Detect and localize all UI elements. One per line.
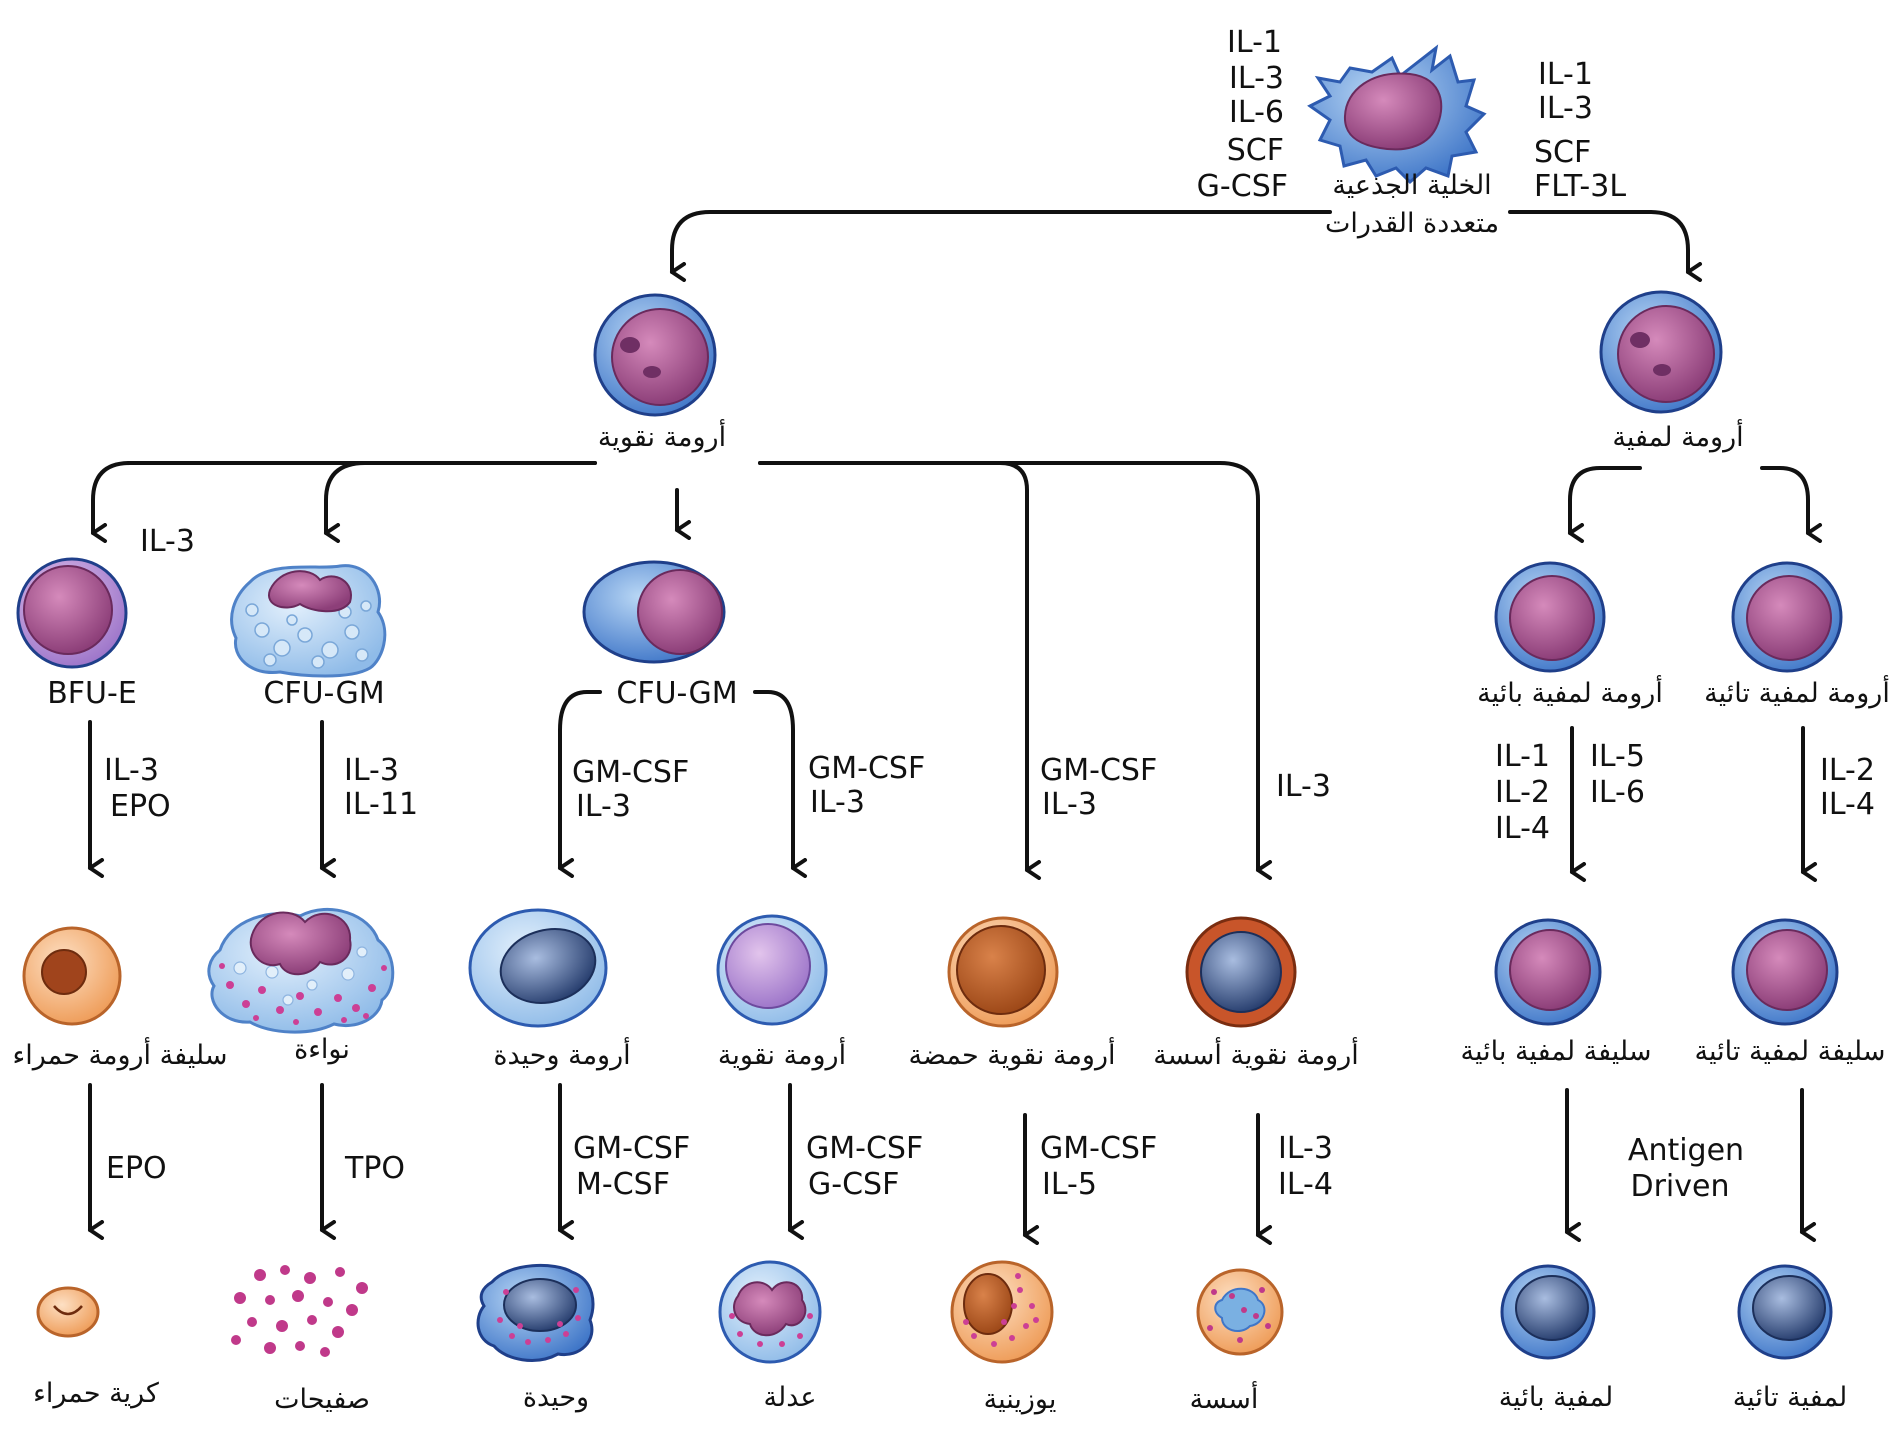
t-lymphoblast-label: أرومة لمفية تائية [1704,674,1890,709]
basophil-label: أسسة [1190,1380,1259,1415]
factor-plt: TPO [344,1151,405,1186]
factor-rbc: EPO [106,1151,167,1186]
factors-stage3: EPO TPO GM-CSF M-CSF GM-CSF G-CSF GM-CSF… [106,1131,1744,1204]
stem-left-factor: IL-3 [1229,61,1284,96]
lymphoblast-label: أرومة لمفية [1612,418,1743,453]
cfu-gm-megakaryocyte-cell-icon [230,564,387,678]
factor-mono: IL-3 [576,789,631,824]
factor-b-left: IL-2 [1495,775,1550,810]
neutrophil-cell-icon [718,1260,822,1364]
t-lymphocyte-cell-icon [1737,1264,1833,1360]
red-blood-cell-icon [36,1286,100,1338]
stem-right-factor: SCF [1534,135,1591,170]
factor-b-right: IL-6 [1590,775,1645,810]
eosinophil-cell-icon [950,1260,1054,1364]
basophil-cell-icon [1196,1268,1284,1356]
connector-lines [88,210,1822,1245]
factor-neut: IL-3 [810,785,865,820]
il3-label: IL-3 [140,524,195,559]
mature-labels: كرية حمراء صفيحات وحيدة عدلة يوزينية أسس… [33,1378,1847,1415]
stem-cell-label-line1: الخلية الجذعية [1332,170,1491,201]
basophilic-myeloblast-cell-icon [1185,916,1297,1028]
factor-baso3: IL-4 [1278,1167,1333,1202]
myeloblast-precursor-label: أرومة نقوية [718,1036,846,1071]
b-lymphocyte-cell-icon [1500,1264,1596,1360]
monoblast-label: أرومة وحيدة [493,1036,630,1071]
erythroblast-cell-icon [22,926,122,1026]
factor-mono3: M-CSF [576,1167,670,1202]
factor-lymph: Antigen [1628,1133,1744,1168]
monocyte-cell-icon [476,1263,595,1362]
lymphoblast-cell-icon [1599,290,1723,414]
myeloblast-label: أرومة نقوية [598,418,726,453]
factor-eos3: GM-CSF [1040,1131,1157,1166]
stem-left-factor: IL-1 [1227,25,1282,60]
b-lymphoblast-label: أرومة لمفية بائية [1477,674,1663,709]
pre-t-cell-icon [1731,918,1839,1026]
stem-right-factor: IL-3 [1538,91,1593,126]
platelets-label: صفيحات [274,1384,370,1415]
t-cell-label: لمفية تائية [1733,1382,1848,1413]
myeloblast-cell-icon [593,293,717,417]
factor-lymph: Driven [1631,1169,1730,1204]
pre-b-label: سليفة لمفية بائية [1460,1036,1651,1067]
b-cell-label: لمفية بائية [1499,1382,1614,1413]
factor-mk: IL-11 [344,787,418,822]
stem-right-factor: FLT-3L [1534,169,1626,204]
stem-left-factors: IL-1 IL-3 IL-6 SCF G-CSF [1197,25,1288,204]
rbc-label: كرية حمراء [33,1378,159,1409]
eosinophilic-myeloblast-cell-icon [947,916,1059,1028]
megakaryocyte-cell-icon [207,907,395,1034]
cfu-gm-cell-icon [582,560,726,664]
stem-left-factor: G-CSF [1197,169,1288,204]
t-lymphoblast-cell-icon [1731,561,1843,673]
stem-left-factor: SCF [1227,133,1284,168]
factor-b-right: IL-5 [1590,739,1645,774]
monoblast-cell-icon [468,908,608,1028]
factor-b-left: IL-1 [1495,739,1550,774]
factor-neut: GM-CSF [808,751,925,786]
stem-cell-label-line2: متعددة القدرات [1325,208,1499,239]
stem-right-factor: IL-1 [1538,57,1593,92]
megakaryocyte-label: نواءة [294,1034,350,1065]
stem-cell-icon [1307,44,1487,185]
stem-left-factor: IL-6 [1229,95,1284,130]
stem-right-factors: IL-1 IL-3 SCF FLT-3L [1534,57,1626,204]
factor-neut3: GM-CSF [806,1131,923,1166]
factors-stage2: IL-3 EPO IL-3 IL-11 GM-CSF IL-3 GM-CSF I… [104,739,1875,846]
erythroblast-label: سليفة أرومة حمراء [13,1036,228,1071]
factor-mono3: GM-CSF [573,1131,690,1166]
factor-bfu: EPO [110,789,171,824]
factor-baso: IL-3 [1276,769,1331,804]
factor-bfu: IL-3 [104,753,159,788]
factor-mono: GM-CSF [572,755,689,790]
cfu-gm-label: CFU-GM [616,676,737,711]
factor-eos: IL-3 [1042,787,1097,822]
factor-b-left: IL-4 [1495,811,1550,846]
basophilic-label: أرومة نقوية أسسة [1153,1036,1358,1071]
factor-eos3: IL-5 [1042,1167,1097,1202]
factor-neut3: G-CSF [808,1167,899,1202]
factor-t: IL-2 [1820,753,1875,788]
eosinophil-label: يوزينية [984,1384,1057,1415]
b-lymphoblast-cell-icon [1494,561,1606,673]
pre-t-label: سليفة لمفية تائية [1694,1036,1885,1067]
factor-eos: GM-CSF [1040,753,1157,788]
monocyte-label: وحيدة [523,1382,589,1413]
pre-b-cell-icon [1494,918,1602,1026]
cfu-gm-mk-label: CFU-GM [263,676,384,711]
bfu-e-cell-icon [16,557,128,669]
myeloblast-precursor-cell-icon [716,914,828,1026]
factor-baso3: IL-3 [1278,1131,1333,1166]
bfu-e-label: BFU-E [47,676,137,711]
neutrophil-label: عدلة [764,1382,817,1413]
precursor-labels: سليفة أرومة حمراء نواءة أرومة وحيدة أروم… [13,1034,1886,1071]
platelets-icon [231,1265,368,1357]
eosinophilic-label: أرومة نقوية حمضة [909,1036,1116,1071]
factor-mk: IL-3 [344,753,399,788]
factor-t: IL-4 [1820,787,1875,822]
